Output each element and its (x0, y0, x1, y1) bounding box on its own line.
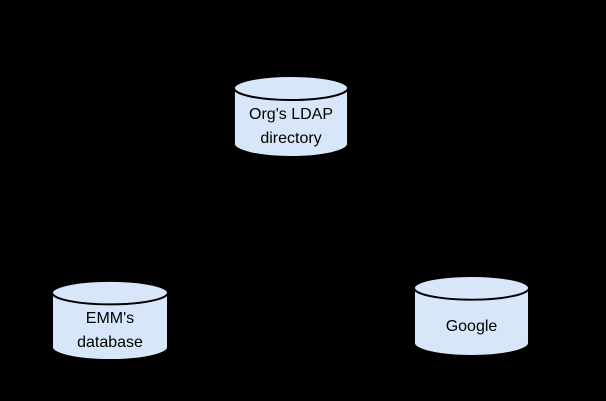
database-cylinder-icon (232, 75, 350, 158)
database-cylinder-icon (412, 274, 531, 357)
db-node-org-ldap-directory: Org's LDAP directory (232, 74, 350, 158)
database-cylinder-icon (51, 279, 169, 361)
db-node-emm-database: EMM's database (50, 279, 170, 361)
db-node-google: Google (412, 274, 531, 357)
